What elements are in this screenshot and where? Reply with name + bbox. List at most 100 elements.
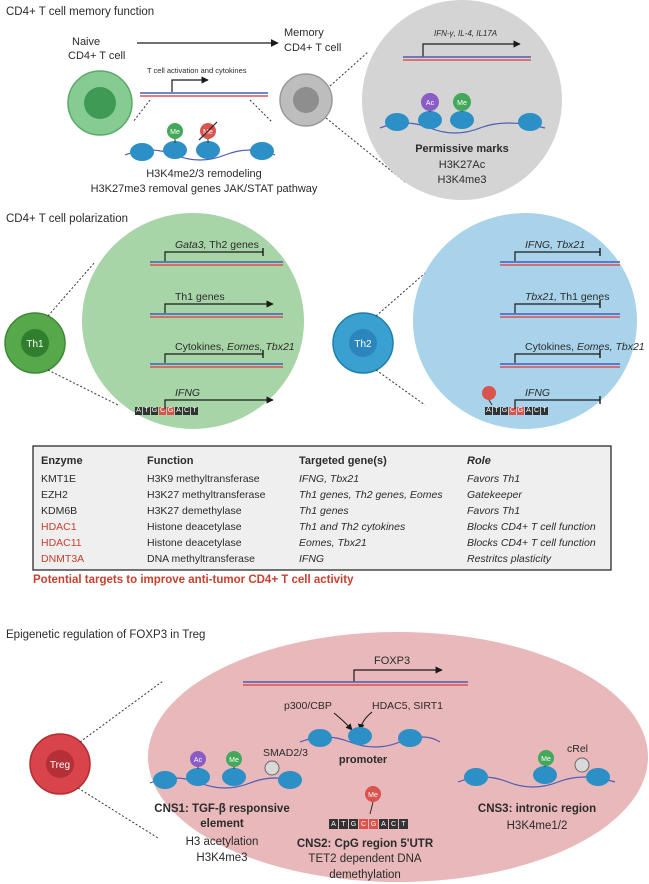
naive-label-1: Naive [72,36,100,48]
zoom-line [79,680,164,743]
dna-base: A [379,819,388,829]
activation-arrow [164,396,274,409]
repression-arrow [514,399,600,409]
enzyme-table-frame [32,445,612,571]
dna-base-box [191,407,198,415]
table-cell-enzyme: HDAC1 [41,521,77,533]
table-cell-role: Favors Th1 [467,473,520,485]
zoom-line [249,99,273,123]
dna-base-letter: G [351,821,356,828]
dna-base-letter: T [401,821,406,828]
dna-base-box [183,407,190,415]
dna-base: T [191,407,198,415]
dna-base: A [485,407,492,415]
repression-arrow [164,251,263,261]
cns1-line-2: H3K4me3 [196,852,247,864]
naive-cell-nucleus [84,87,116,119]
cns1-title-1: CNS1: TGF-β responsive [154,803,289,815]
dna-base: G [517,407,524,415]
dna-base-box [509,407,516,415]
dna-base-box [159,407,166,415]
gene-rest: Th1 genes [175,291,225,303]
dna-base-box [525,407,532,415]
dna-base-letter: C [160,407,165,414]
dna-base-letter: C [534,407,539,414]
foxp3-dna-strand [243,681,468,686]
dna-base: T [143,407,150,415]
gene-rest: Cytokines, [525,341,577,353]
ac-badge-label: Ac [426,100,435,107]
th1-zoom-bubble [82,213,304,429]
table-header: Enzyme [41,455,83,467]
dna-base-letter: C [391,821,396,828]
table-cell-function: H3K27 methyltransferase [147,489,266,501]
table-cell-targets: Th1 genes [299,505,349,517]
gene-label: Th1 genes [175,291,225,303]
gene-italic: IFNG, Tbx21 [525,239,585,251]
cns3-chromatin [457,764,616,788]
gene-rest: Th1 genes [557,291,609,303]
gene-label: IFNG [175,387,200,399]
promoter-label: promoter [339,754,388,766]
dna-base: G [151,407,158,415]
table-cell-enzyme: DNMT3A [41,553,84,565]
table-cell-role: Gatekeeper [467,489,522,501]
repression-arrow [514,303,600,313]
dna-base-box [135,407,142,415]
table-cell-targets: Th1 and Th2 cytokines [299,521,406,533]
repression-arrow [514,251,600,261]
memory-promoter-arrow [422,40,521,57]
table-cell-function: H3K27 demethylase [147,505,242,517]
me-badge-label: Me [170,129,180,136]
dna-base-letter: T [542,407,547,414]
gene-label: IFNG [525,387,550,399]
dna-base-letter: A [331,821,336,828]
removal-cross-icon [198,121,218,141]
section1-title: CD4+ T cell memory function [6,6,154,18]
cns2-line-2: demethylation [329,869,401,881]
dna-base: G [167,407,174,415]
dna-base-letter: G [168,407,173,414]
section2-title: CD4+ T cell polarization [6,213,128,225]
gene-row: Cytokines, Eomes, Tbx21 [500,341,645,368]
promoter-chromatin [299,727,441,748]
repression-arrow [164,353,263,363]
dna-base-box [389,819,398,829]
cns2-me-stem [369,801,374,815]
me-badge-label: Me [541,756,551,763]
dna-base: T [493,407,500,415]
me-badge [167,123,183,139]
me-removed-label: Me [203,129,213,136]
dna-base-box [329,819,338,829]
dna-base-box [485,407,492,415]
activation-promoter-arrow [171,76,209,92]
gene-rest: Cytokines, [175,341,227,353]
dna-base: C [509,407,516,415]
activation-label: T cell activation and cytokines [147,66,247,75]
dna-base-box [359,819,368,829]
cns1-chromatin [149,763,302,789]
dna-base-box [369,819,378,829]
ac-badge [190,751,206,767]
remodel-caption-2: H3K27me3 removal genes JAK/STAT pathway [91,183,318,195]
dna-base: A [135,407,142,415]
dna-base-letter: A [526,407,531,414]
foxp3-promoter-arrow [353,666,443,682]
dna-base-box [143,407,150,415]
table-header: Targeted gene(s) [299,455,387,467]
dna-base: C [533,407,540,415]
dna-base-box [533,407,540,415]
dna-base: A [525,407,532,415]
gene-rest: Th2 genes [207,239,259,251]
memory-label-2: CD4+ T cell [284,42,341,54]
zoom-line [325,117,406,183]
dna-base: C [183,407,190,415]
dna-base-letter: T [144,407,149,414]
smad-label: SMAD2/3 [263,747,308,759]
dna-base-box [349,819,358,829]
